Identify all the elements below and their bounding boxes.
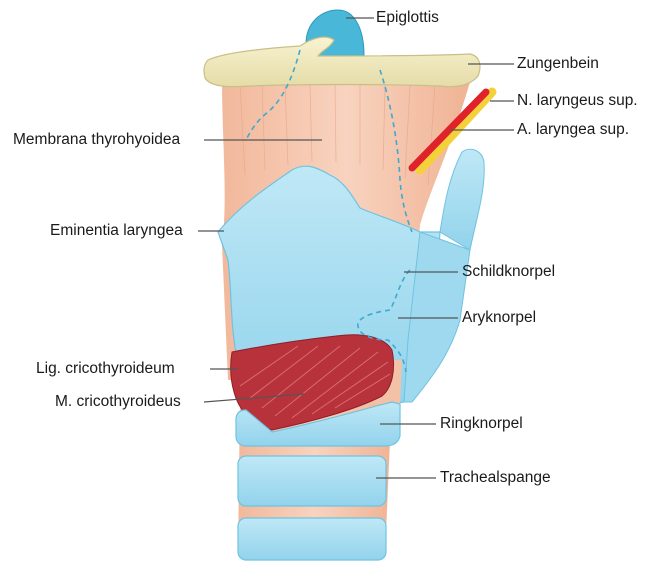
thyroid-superior-horn xyxy=(440,149,484,250)
label-membrana-thyrohyoidea: Membrana thyrohyoidea xyxy=(13,131,180,149)
label-a-laryngea-sup: A. laryngea sup. xyxy=(517,121,629,139)
label-ringknorpel: Ringknorpel xyxy=(440,415,523,433)
label-schildknorpel: Schildknorpel xyxy=(462,263,555,281)
corner-overlay xyxy=(432,536,620,564)
tracheal-ring-1 xyxy=(238,456,386,506)
label-lig-cricothyroideum: Lig. cricothyroideum xyxy=(36,360,175,378)
label-aryknorpel: Aryknorpel xyxy=(462,309,536,327)
label-eminentia-laryngea: Eminentia laryngea xyxy=(50,222,183,240)
label-zungenbein: Zungenbein xyxy=(517,55,599,73)
label-trachealspange: Trachealspange xyxy=(440,469,551,487)
label-epiglottis: Epiglottis xyxy=(376,9,439,27)
tracheal-ring-2 xyxy=(238,518,386,560)
label-n-laryngeus-sup: N. laryngeus sup. xyxy=(517,92,638,110)
label-m-cricothyroideus: M. cricothyroideus xyxy=(55,393,181,411)
